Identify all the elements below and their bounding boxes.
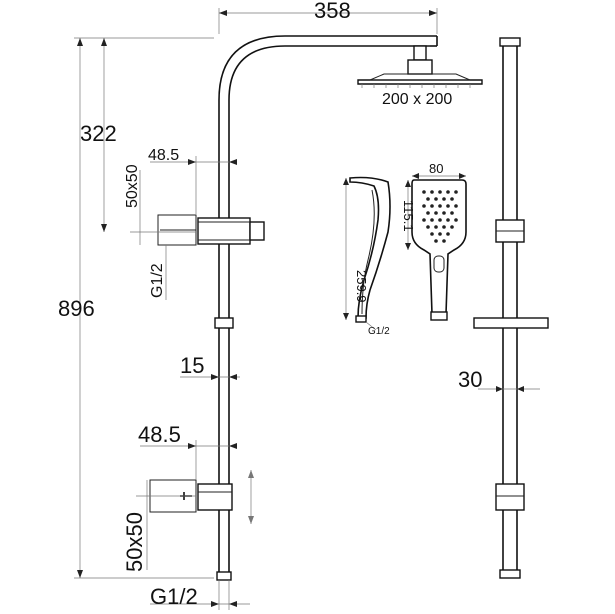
overhead-shower-head	[357, 45, 483, 88]
riser-pipe	[216, 35, 438, 581]
slide-arrow	[248, 470, 254, 524]
upper-thread-label: G1/2	[149, 263, 166, 298]
handset-front-view	[405, 173, 467, 321]
pipe-dia-dimension	[180, 374, 240, 380]
handset-thread-label: G1/2	[368, 326, 390, 337]
lower-outlet	[136, 479, 233, 513]
head-size-label: 200 x 200	[382, 91, 452, 108]
spray-nozzles	[361, 84, 471, 88]
total-height-label: 896	[58, 296, 95, 321]
total-height-dimension	[74, 37, 214, 579]
upper-height-dimension	[101, 38, 107, 232]
handset-width-label: 80	[429, 161, 443, 176]
overall-width-label: 358	[314, 0, 351, 23]
upper-height-label: 322	[80, 121, 117, 146]
lower-bracket-label: 50x50	[122, 512, 147, 572]
handset-side-view	[343, 176, 391, 323]
pipe-dia-label: 15	[180, 353, 204, 378]
rail-side-view	[473, 37, 549, 579]
handset-length-label: 259.9	[354, 270, 369, 303]
lower-offset-label: 48.5	[138, 422, 181, 447]
upper-offset-label: 48.5	[148, 147, 179, 164]
handset-thread-leader	[365, 321, 377, 331]
width-dimension	[218, 8, 438, 34]
lower-offset-dimension	[140, 440, 237, 480]
rail-dia-label: 30	[458, 367, 482, 392]
upper-bracket-label: 50x50	[124, 164, 141, 208]
upper-offset-dimension	[150, 156, 237, 214]
lower-thread-dimension	[150, 580, 250, 610]
lower-thread-label: G1/2	[150, 584, 198, 609]
handset-face-height-label: 115.1	[401, 200, 416, 232]
riser-clamp	[214, 317, 234, 329]
handset-nozzle-grid	[422, 190, 458, 243]
upper-diverter	[130, 214, 265, 246]
